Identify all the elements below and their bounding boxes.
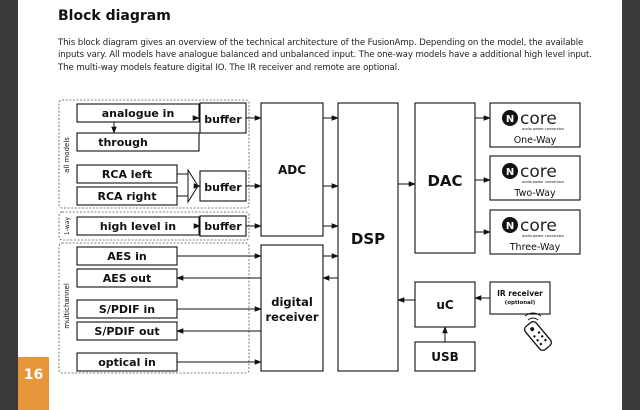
ncore-tagline: audio power conversion (522, 234, 564, 238)
input-analogue-in (76, 103, 200, 123)
buffer-analogue-label: buffer (204, 113, 242, 126)
group-frame-multichannel (58, 242, 250, 374)
adc-label: ADC (278, 163, 306, 177)
group-label-multichannel: multichannel (63, 283, 71, 329)
ir-receiver-optional: (optional) (505, 300, 536, 306)
digital-receiver-block (260, 244, 324, 372)
buffer-high-level-label: buffer (204, 220, 242, 233)
buffer-rca (199, 170, 247, 202)
output-aes-out-label: AES out (103, 272, 151, 285)
input-rca-right-label: RCA right (97, 190, 156, 203)
intro-paragraph: This block diagram gives an overview of … (58, 38, 592, 73)
ncore-two-way-label: Two-Way (513, 188, 556, 199)
page-number-tab: 16 (18, 357, 49, 410)
group-label-all-models: all models (63, 137, 71, 173)
ncore-three-way-label: Three-Way (509, 242, 561, 253)
page-number: 16 (23, 367, 44, 383)
usb-block (414, 341, 476, 372)
ncore-one-way-label: One-Way (514, 135, 557, 146)
input-spdif-in-label: S/PDIF in (99, 303, 155, 316)
buffer-analogue (199, 102, 247, 134)
ir-wave (527, 317, 539, 321)
ir-wave (524, 312, 542, 317)
input-rca-left-label: RCA left (102, 168, 152, 181)
ncore-brand-text: core (520, 216, 557, 236)
input-analogue-in-label: analogue in (102, 107, 175, 120)
ncore-logo-icon (502, 163, 518, 179)
ncore-tagline: audio power conversion (522, 127, 564, 131)
manual-page: Block diagram This block diagram gives a… (18, 0, 622, 410)
page-title: Block diagram (58, 8, 171, 24)
ncore-logo-letter: N (506, 221, 514, 232)
ncore-logo-icon (502, 217, 518, 233)
output-spdif-out-label: S/PDIF out (94, 325, 159, 338)
ncore-three-way: N core audio power conversion Three-Way (489, 209, 581, 255)
dac-block (414, 102, 476, 254)
input-optical-in-label: optical in (98, 356, 156, 369)
uc-block (414, 281, 476, 328)
adc-block (260, 102, 324, 237)
ncore-two-way: N core audio power conversion Two-Way (489, 155, 581, 201)
ncore-logo-icon (502, 110, 518, 126)
input-through (76, 132, 200, 152)
dac-label: DAC (427, 172, 462, 190)
ncore-logo-letter: N (506, 114, 514, 125)
block-diagram: all models 1-way multichannel analogue i… (58, 99, 581, 374)
buffer-rca-label: buffer (204, 181, 242, 194)
remote-control-icon (523, 320, 553, 352)
ncore-brand-text: core (520, 162, 557, 182)
group-frame-all-models (58, 99, 250, 209)
ncore-two-way-frame (489, 155, 581, 201)
digital-receiver-label-line1: digital (271, 295, 313, 309)
ir-receiver-block (489, 281, 551, 315)
input-high-level-in-label: high level in (100, 220, 176, 233)
ncore-one-way: N core audio power conversion One-Way (489, 102, 581, 148)
ncore-tagline: audio power conversion (522, 180, 564, 184)
dsp-label: DSP (351, 230, 385, 248)
input-through-label: through (98, 136, 148, 149)
merge-triangle (187, 168, 199, 204)
ncore-one-way-frame (489, 102, 581, 148)
dsp-block (337, 102, 399, 372)
input-aes-in-label: AES in (107, 250, 146, 263)
digital-receiver-label-line2: receiver (266, 310, 319, 324)
usb-label: USB (431, 350, 459, 364)
ncore-logo-letter: N (506, 167, 514, 178)
ncore-three-way-frame (489, 209, 581, 255)
ncore-brand-text: core (520, 109, 557, 129)
uc-label: uC (436, 298, 454, 312)
ir-receiver-label: IR receiver (497, 289, 543, 298)
group-label-one-way: 1-way (64, 216, 71, 235)
